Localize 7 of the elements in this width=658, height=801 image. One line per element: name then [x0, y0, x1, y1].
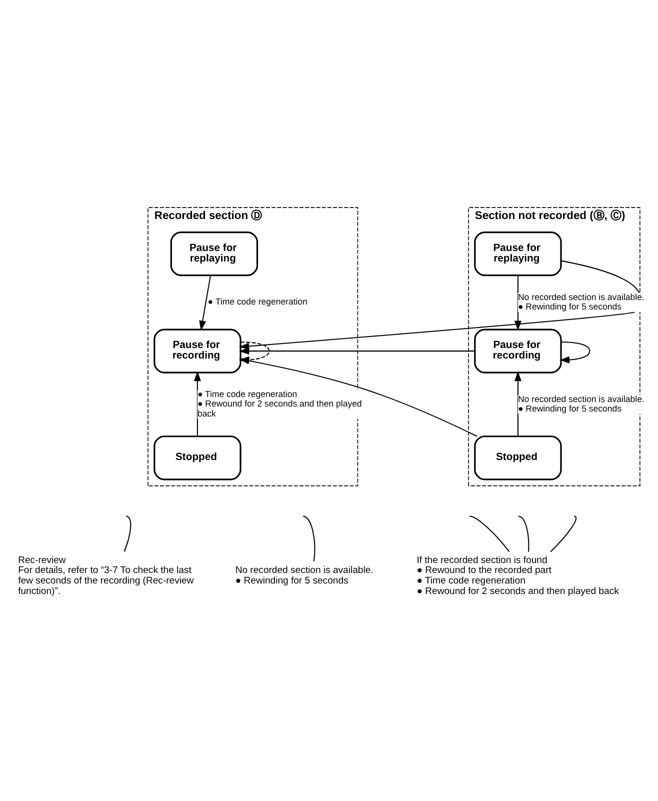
edge-label: No recorded section is available. ● Rewinding for 5 seconds	[518, 394, 644, 414]
edge-label: ● Time code regeneration	[208, 296, 308, 307]
edge-label: ● Time code regeneration ● Rewound for 2 seconds and then played back	[197, 389, 362, 418]
node-text: If the recorded section is found ● Rewound to the recorded part ● Time code regeneration ● Rewound for 2 seconds and then played back	[416, 554, 619, 597]
edge-label: No recorded section is available. ● Rewinding for 5 seconds	[518, 292, 644, 312]
node-text: Rec-review For details, refer to “3-7 To check the last few seconds of the recording (Rec-review function)”.	[18, 554, 194, 597]
node-text: No recorded section is available. ● Rewinding for 5 seconds	[235, 565, 374, 587]
